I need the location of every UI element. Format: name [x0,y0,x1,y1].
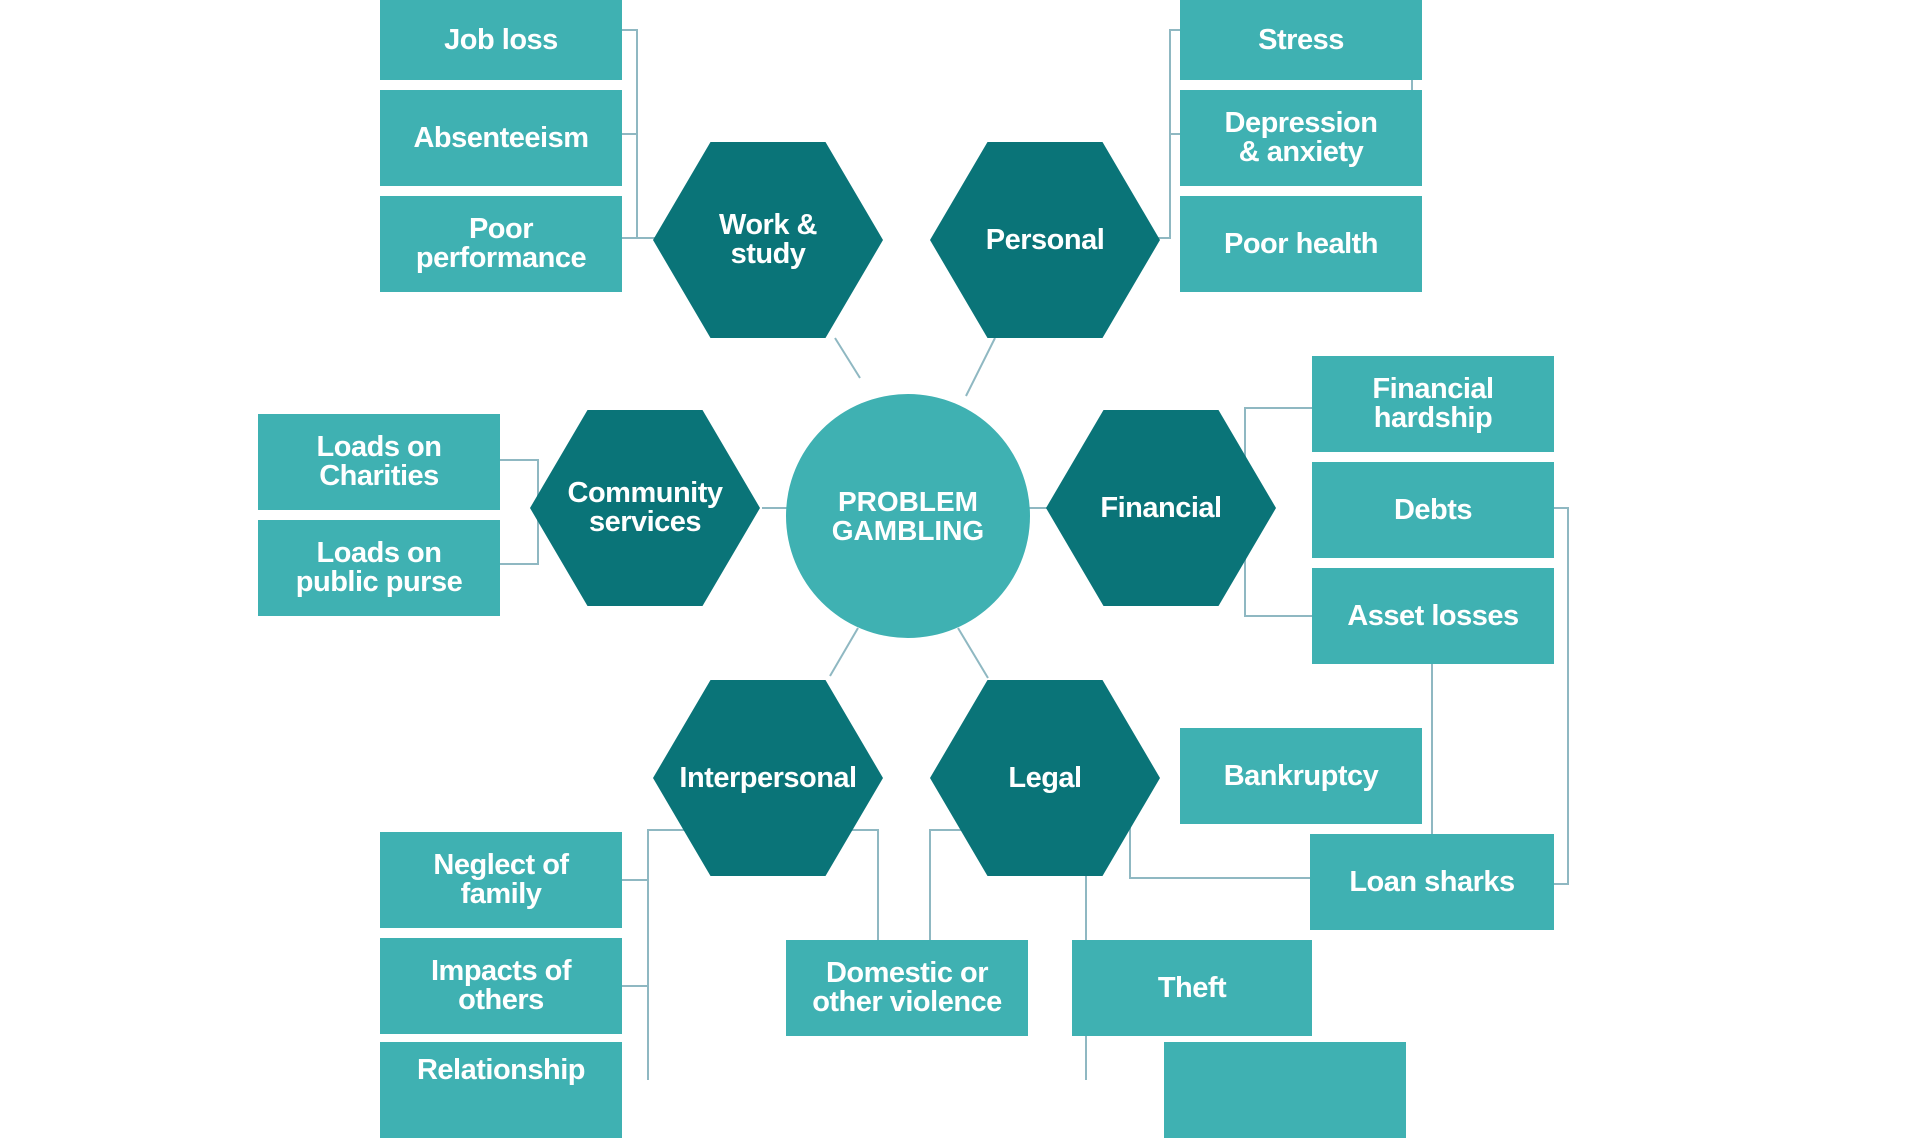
box-impacts-of-others: Impacts of others [380,938,622,1034]
box-poor-health: Poor health [1180,196,1422,292]
box-job-loss: Job loss [380,0,622,80]
box-asset-losses: Asset losses [1312,568,1554,664]
box-loads-on-public-purse: Loads on public purse [258,520,500,616]
box-neglect-of-family: Neglect of family [380,832,622,928]
box-loan-sharks: Loan sharks [1310,834,1554,930]
box-relationship: Relationship [380,1042,622,1138]
box-partially-visible [1164,1042,1406,1138]
hex-financial: Financial [1046,410,1276,606]
box-poor-performance: Poor performance [380,196,622,292]
box-theft: Theft [1072,940,1312,1036]
box-loads-on-charities: Loads on Charities [258,414,500,510]
box-stress: Stress [1180,0,1422,80]
box-domestic-violence: Domestic or other violence [786,940,1028,1036]
box-depression-anxiety: Depression & anxiety [1180,90,1422,186]
problem-gambling-diagram: Job loss Absenteeism Poor performance Wo… [258,0,1569,1138]
box-absenteeism: Absenteeism [380,90,622,186]
box-debts: Debts [1312,462,1554,558]
box-bankruptcy: Bankruptcy [1180,728,1422,824]
center-problem-gambling: PROBLEM GAMBLING [786,394,1030,638]
box-financial-hardship: Financial hardship [1312,356,1554,452]
